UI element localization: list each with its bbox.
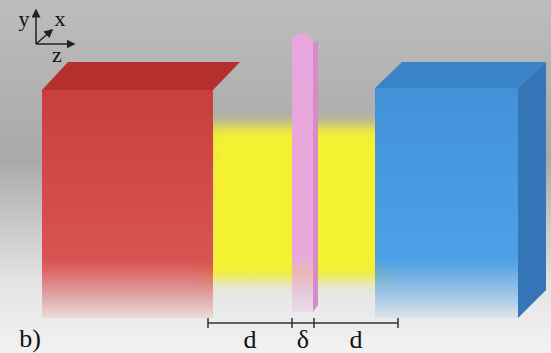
panel-label: b) — [19, 326, 41, 352]
dimension-label: δ — [297, 327, 309, 353]
axis-label: z — [52, 44, 62, 66]
pink-slab — [292, 34, 318, 312]
dimension-label: d — [350, 327, 363, 353]
red-block — [42, 62, 240, 318]
axis-label: y — [19, 8, 30, 30]
blue-block — [375, 62, 546, 318]
dimension-label: d — [244, 327, 257, 353]
axis-label: x — [55, 8, 66, 30]
